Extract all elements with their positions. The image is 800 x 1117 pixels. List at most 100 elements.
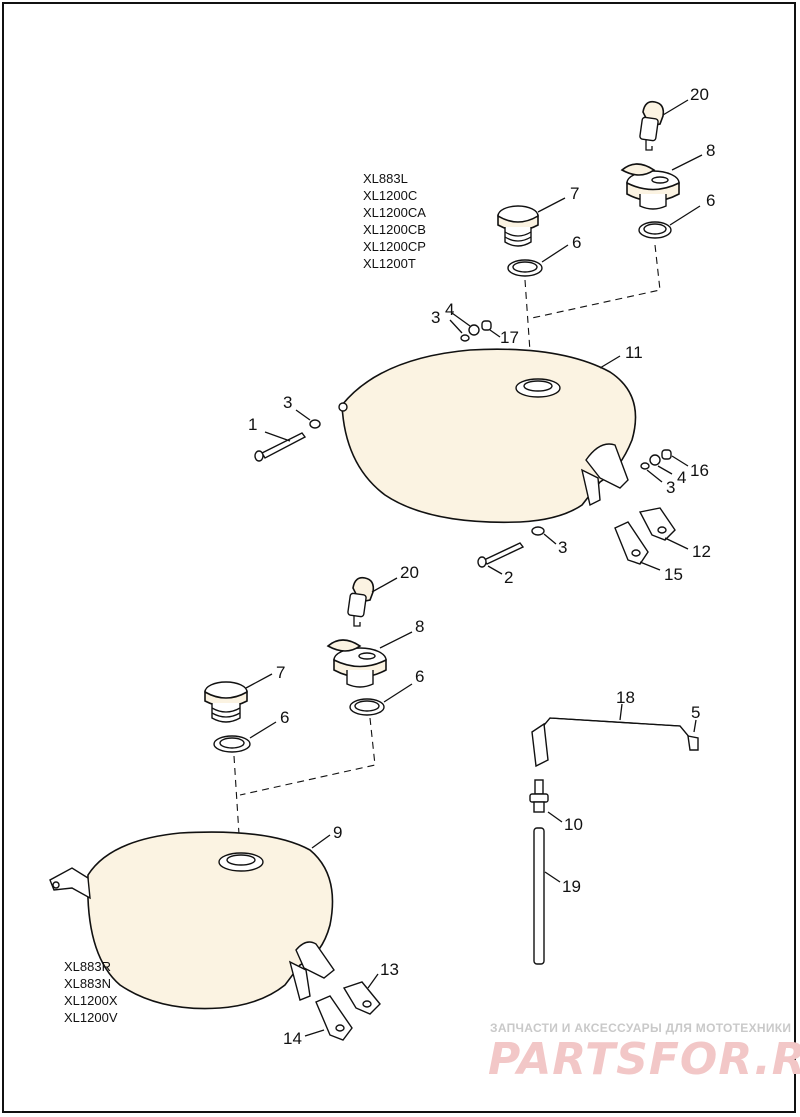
callout-6: 6 [280, 708, 289, 727]
lock-nut[interactable] [649, 454, 661, 466]
callout-17: 17 [500, 328, 519, 347]
model-label: XL1200V [64, 1010, 118, 1025]
model-label: XL883N [64, 976, 111, 991]
leader-line [367, 973, 379, 989]
leader-line [662, 99, 689, 116]
washer[interactable] [531, 526, 545, 536]
lock-nut[interactable] [468, 324, 480, 336]
gasket[interactable] [349, 698, 385, 716]
callout-3: 3 [283, 393, 292, 412]
callout-6: 6 [572, 233, 581, 252]
leader-line [371, 577, 398, 593]
leader-line [671, 154, 703, 171]
model-label: XL1200X [64, 993, 118, 1008]
leader-line [295, 409, 311, 421]
callout-13: 13 [380, 960, 399, 979]
leader-line [249, 721, 277, 739]
washer[interactable] [309, 419, 321, 429]
model-label: XL883R [64, 959, 111, 974]
callout-5: 5 [691, 703, 700, 722]
callout-8: 8 [415, 617, 424, 636]
callout-2: 2 [504, 568, 513, 587]
assembly-line-upper [531, 244, 661, 319]
callout-20: 20 [690, 85, 709, 104]
model-label: XL1200CA [363, 205, 426, 220]
model-label: XL1200CB [363, 222, 426, 237]
leader-line [489, 329, 501, 338]
mount-bracket[interactable] [638, 507, 676, 541]
mount-bracket[interactable] [614, 521, 649, 565]
watermark-caption: ЗАПЧАСТИ И АКСЕССУАРЫ ДЛЯ МОТОТЕХНИКИ [490, 1021, 791, 1035]
gasket[interactable] [507, 259, 543, 277]
leader-line [693, 719, 697, 733]
leader-line [599, 355, 621, 369]
callout-7: 7 [570, 184, 579, 203]
bolt[interactable] [477, 542, 525, 568]
standpipe-tube[interactable] [533, 827, 545, 965]
callout-16: 16 [690, 461, 709, 480]
callout-9: 9 [333, 823, 342, 842]
locking-fuel-cap[interactable] [326, 639, 387, 688]
vented-fuel-cap[interactable] [497, 205, 539, 247]
watermark: ЗАПЧАСТИ И АКСЕССУАРЫ ДЛЯ МОТОТЕХНИКИ PA… [488, 1021, 800, 1085]
leader-line [664, 537, 689, 550]
leader-line [657, 465, 673, 475]
gasket[interactable] [213, 735, 251, 753]
washer[interactable] [640, 462, 650, 470]
model-label: XL883L [363, 171, 408, 186]
leader-line [537, 197, 566, 213]
mount-bracket[interactable] [315, 995, 353, 1041]
leader-line [547, 811, 563, 823]
leader-line [245, 673, 273, 689]
callout-7: 7 [276, 663, 285, 682]
fuel-tank-lower[interactable] [49, 831, 335, 1010]
callout-3: 3 [558, 538, 567, 557]
fuel-vent-line[interactable] [531, 717, 699, 768]
assembly-line-lower [239, 717, 376, 796]
callout-3: 3 [431, 308, 440, 327]
washer[interactable] [460, 334, 470, 342]
key-part[interactable] [347, 576, 375, 627]
leader-line [671, 455, 689, 467]
callout-3: 3 [666, 478, 675, 497]
model-label: XL1200CP [363, 239, 426, 254]
mount-bracket[interactable] [342, 981, 381, 1015]
callout-10: 10 [564, 815, 583, 834]
callout-8: 8 [706, 141, 715, 160]
callout-6: 6 [706, 191, 715, 210]
leader-line [451, 312, 471, 327]
fuel-tank-upper[interactable] [338, 348, 637, 524]
leader-line [487, 565, 503, 575]
gasket[interactable] [638, 221, 672, 239]
callout-11: 11 [625, 343, 643, 362]
leader-line [639, 561, 661, 571]
leader-line [304, 1029, 325, 1037]
fuel-filter-fitting[interactable] [529, 779, 549, 813]
leader-line [383, 683, 413, 703]
callout-15: 15 [664, 565, 683, 584]
callout-1: 1 [248, 415, 257, 434]
leader-line [669, 205, 701, 226]
callout-14: 14 [283, 1029, 302, 1048]
leader-line [449, 319, 463, 334]
callout-6: 6 [415, 667, 424, 686]
acorn-nut[interactable] [661, 449, 672, 460]
leader-line [544, 871, 561, 883]
bolt[interactable] [254, 432, 307, 462]
callout-4: 4 [677, 468, 686, 487]
callout-12: 12 [692, 542, 711, 561]
callout-20: 20 [400, 563, 419, 582]
model-label: XL1200T [363, 256, 416, 271]
callout-18: 18 [616, 688, 635, 707]
locking-fuel-cap[interactable] [620, 163, 680, 210]
leader-line [646, 469, 663, 483]
leader-line [543, 533, 557, 545]
callout-4: 4 [445, 300, 454, 319]
acorn-nut[interactable] [481, 320, 492, 331]
watermark-brand: PARTSFOR.RU [488, 1034, 800, 1085]
vented-fuel-cap[interactable] [204, 681, 248, 723]
leader-line [311, 834, 331, 849]
key-part[interactable] [639, 100, 665, 151]
